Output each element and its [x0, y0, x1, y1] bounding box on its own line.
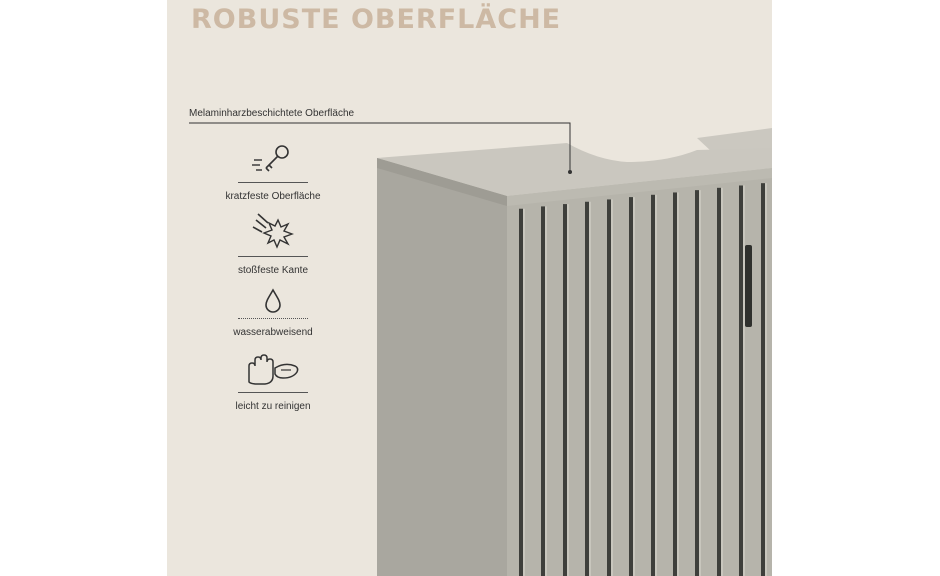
callout-line: [189, 122, 571, 172]
slat-highlight: [721, 187, 723, 576]
callout-dot: [568, 170, 572, 174]
cabinet-illustration: [189, 122, 772, 576]
slat-highlight: [765, 183, 767, 576]
slat-groove: [739, 185, 743, 576]
feature-label: wasserabweisend: [233, 327, 313, 338]
front-slats: [519, 183, 767, 576]
slat-highlight: [611, 199, 613, 576]
cabinet-handle: [745, 245, 752, 327]
slat-highlight: [655, 194, 657, 576]
cabinet-side: [377, 158, 507, 576]
feature-rule: [238, 182, 308, 183]
headline: ROBUSTE OBERFLÄCHE: [191, 4, 562, 35]
slat-groove: [651, 194, 655, 576]
cabinet-top: [377, 143, 772, 196]
feature-label: kratzfeste Oberfläche: [225, 191, 321, 202]
feature-rule: [238, 256, 308, 257]
slat-groove: [629, 197, 633, 576]
slat-groove: [519, 208, 523, 576]
slat-groove: [585, 201, 589, 576]
slat-highlight: [633, 197, 635, 576]
wiping-hand-icon: [248, 354, 299, 385]
top-edge-front: [507, 168, 772, 206]
feature-rule: [238, 392, 308, 393]
slat-highlight: [523, 208, 525, 576]
slat-groove: [563, 204, 567, 576]
slat-highlight: [699, 190, 701, 576]
feature-clean: leicht zu reinigen: [223, 352, 323, 412]
slat-highlight: [743, 185, 745, 576]
slat-highlight: [589, 201, 591, 576]
feature-water: wasserabweisend: [223, 288, 323, 338]
feature-rule: [238, 318, 308, 319]
cabinet-front: [507, 168, 772, 576]
slat-groove: [717, 187, 721, 576]
slat-groove: [541, 206, 545, 576]
feature-scratch: kratzfeste Oberfläche: [223, 142, 323, 202]
slat-highlight: [567, 204, 569, 576]
slat-groove: [673, 192, 677, 576]
callout-label: Melaminharzbeschichtete Oberfläche: [189, 108, 355, 119]
feature-impact: stoßfeste Kante: [223, 212, 323, 276]
water-drop-icon: [265, 288, 281, 313]
feature-label: leicht zu reinigen: [235, 401, 311, 412]
slat-groove: [695, 190, 699, 576]
product-panel: ROBUSTE OBERFLÄCHE Melaminharzbeschichte…: [167, 0, 772, 576]
slat-highlight: [545, 206, 547, 576]
key-scratch-icon: [252, 145, 289, 172]
impact-burst-icon: [252, 213, 294, 249]
slat-highlight: [677, 192, 679, 576]
slat-groove: [607, 199, 611, 576]
top-edge-side: [377, 158, 507, 206]
slat-groove: [761, 183, 765, 576]
feature-label: stoßfeste Kante: [237, 265, 309, 276]
